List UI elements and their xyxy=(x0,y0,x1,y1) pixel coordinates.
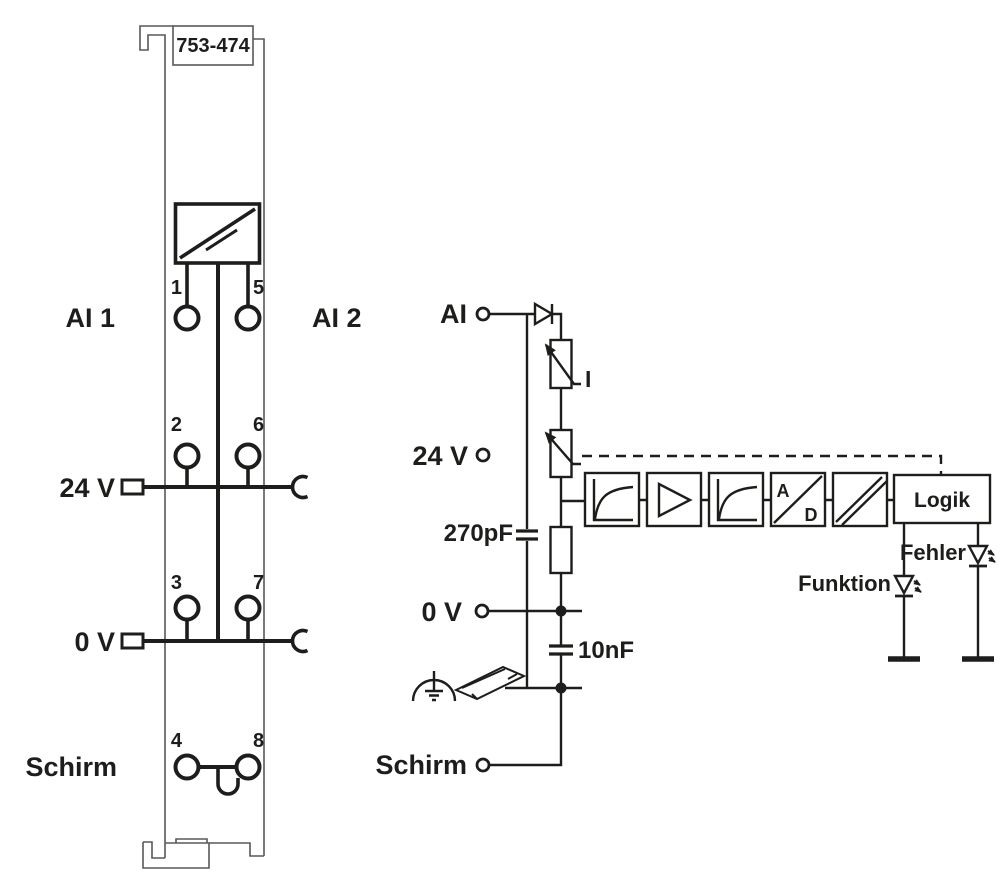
label-circuit-24v: 24 V xyxy=(412,441,468,471)
dashed-control-line xyxy=(582,454,943,475)
terminal-4-number: 4 xyxy=(171,730,183,752)
terminal-8-number: 8 xyxy=(253,730,264,752)
cage-clamp-icons xyxy=(290,474,309,654)
isolation-symbol xyxy=(173,202,262,265)
label-circuit-schirm: Schirm xyxy=(375,750,467,780)
label-funktion: Funktion xyxy=(798,571,891,596)
clamp-24v-icon xyxy=(290,474,309,500)
logic-block: Logik xyxy=(892,473,992,525)
terminal-6-circle xyxy=(234,442,262,470)
label-ai1: AI 1 xyxy=(65,303,115,333)
junction-dots xyxy=(555,605,567,694)
earth-ground-icon xyxy=(411,671,457,702)
terminal-8-circle xyxy=(234,753,262,781)
terminal-1-circle xyxy=(173,304,201,332)
capacitor-10nf-icon xyxy=(549,644,573,656)
shield-jumper-hook xyxy=(216,767,240,796)
24v-terminal-icon xyxy=(475,447,491,463)
terminal-7-number: 7 xyxy=(253,572,264,594)
label-schirm: Schirm xyxy=(25,752,117,782)
module-housing-outline xyxy=(139,25,265,869)
schirm-terminal-icon xyxy=(475,757,491,773)
ai-terminal-icon xyxy=(475,306,491,322)
clamp-0v-icon xyxy=(290,628,309,654)
led-fehler-icon xyxy=(967,544,996,568)
logic-label: Logik xyxy=(914,489,970,512)
terminal-3-number: 3 xyxy=(171,572,182,594)
terminal-4-circle xyxy=(173,753,201,781)
terminal-7-circle xyxy=(234,594,262,622)
plug-24v-icon xyxy=(120,478,145,496)
label-circuit-ai: AI xyxy=(440,299,467,329)
terminal-2-circle xyxy=(173,442,201,470)
label-current-i: I xyxy=(585,366,591,392)
ad-converter-block xyxy=(769,471,827,528)
terminal-1-number: 1 xyxy=(171,277,182,299)
label-ai2: AI 2 xyxy=(312,303,362,333)
capacitor-270pf-icon xyxy=(516,529,538,541)
label-270pf: 270pF xyxy=(444,520,513,547)
led-funktion-icon xyxy=(893,574,922,598)
terminal-2-number: 2 xyxy=(171,414,182,436)
module-row-labels: AI 1 AI 2 24 V 0 V Schirm xyxy=(25,303,361,782)
circuit-labels: AI 24 V 0 V Schirm 270pF 10nF I Fehler F… xyxy=(375,299,966,780)
label-0v: 0 V xyxy=(74,627,115,657)
terminal-3-circle xyxy=(173,594,201,622)
ad-converter-a-label: A xyxy=(777,481,790,501)
terminal-5-number: 5 xyxy=(253,277,264,299)
resistor-icon xyxy=(549,525,573,575)
label-10nf: 10nF xyxy=(578,637,634,664)
plug-connector-icons xyxy=(120,478,145,650)
label-fehler: Fehler xyxy=(900,540,966,565)
circuit-terminals xyxy=(474,306,491,773)
terminal-numbers: 1 5 2 6 3 7 4 8 xyxy=(171,277,264,752)
module-drawing: 753-474 xyxy=(25,25,362,869)
terminal-5-circle xyxy=(234,304,262,332)
variable-resistor-controlled-icon xyxy=(544,428,581,479)
circuit-schematic: A D Logik xyxy=(375,299,996,780)
0v-terminal-icon xyxy=(474,603,490,619)
plug-0v-icon xyxy=(120,632,145,650)
filter-block-1 xyxy=(583,471,641,528)
part-number-label: 753-474 xyxy=(176,35,250,57)
filter-block-2 xyxy=(707,471,765,528)
label-circuit-0v: 0 V xyxy=(421,597,462,627)
din-rail-icon xyxy=(453,665,527,701)
isolation-block xyxy=(831,471,889,528)
amplifier-block xyxy=(645,471,703,528)
ad-converter-d-label: D xyxy=(805,505,818,525)
variable-resistor-current-icon xyxy=(544,338,581,390)
label-24v: 24 V xyxy=(59,473,115,503)
terminal-circles xyxy=(173,304,262,781)
terminal-6-number: 6 xyxy=(253,414,264,436)
diode-icon xyxy=(533,301,555,327)
